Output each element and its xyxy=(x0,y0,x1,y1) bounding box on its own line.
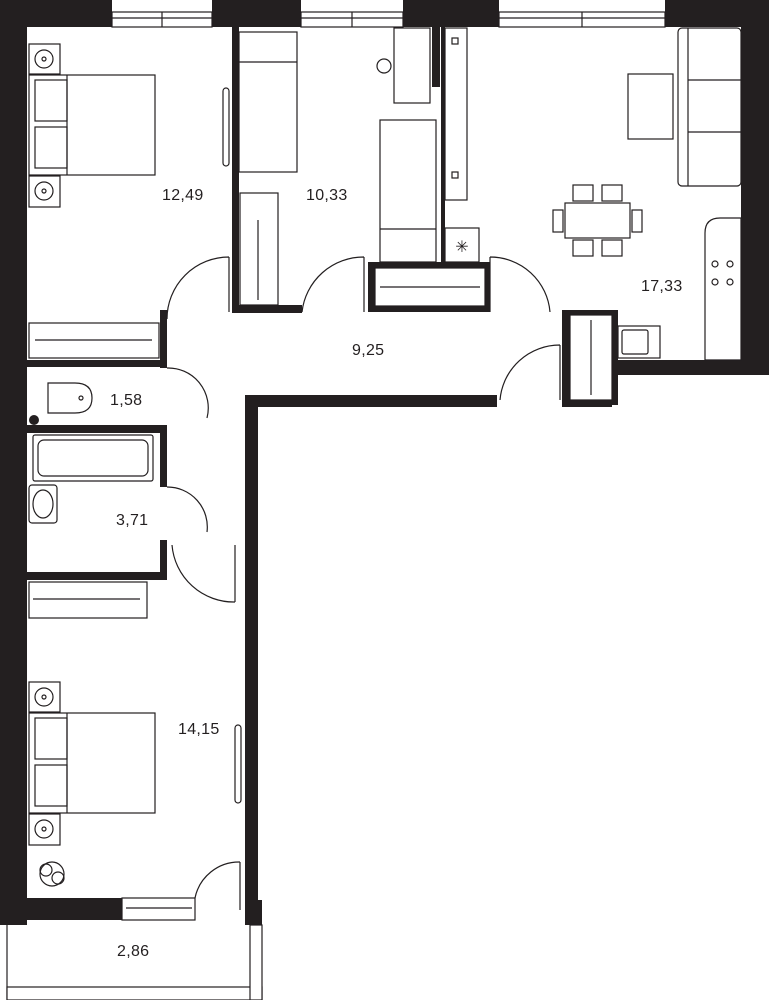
room-area-bedroom-1: 12,49 xyxy=(162,187,204,204)
room-area-toilet: 1,58 xyxy=(110,392,143,409)
wardrobes xyxy=(28,192,613,619)
room-area-kitchen-living: 17,33 xyxy=(641,278,683,295)
room-area-bathroom: 3,71 xyxy=(116,512,149,529)
room-area-bedroom-3: 14,15 xyxy=(178,721,220,738)
room-area-bedroom-2: 10,33 xyxy=(306,187,348,204)
room-area-balcony: 2,86 xyxy=(117,943,150,960)
room-area-hallway: 9,25 xyxy=(352,342,385,359)
balcony-outline xyxy=(6,924,263,1000)
fan-icon: ✳ xyxy=(455,239,468,256)
doors xyxy=(166,256,561,910)
furniture: ✳ xyxy=(28,27,742,887)
windows xyxy=(111,11,666,921)
